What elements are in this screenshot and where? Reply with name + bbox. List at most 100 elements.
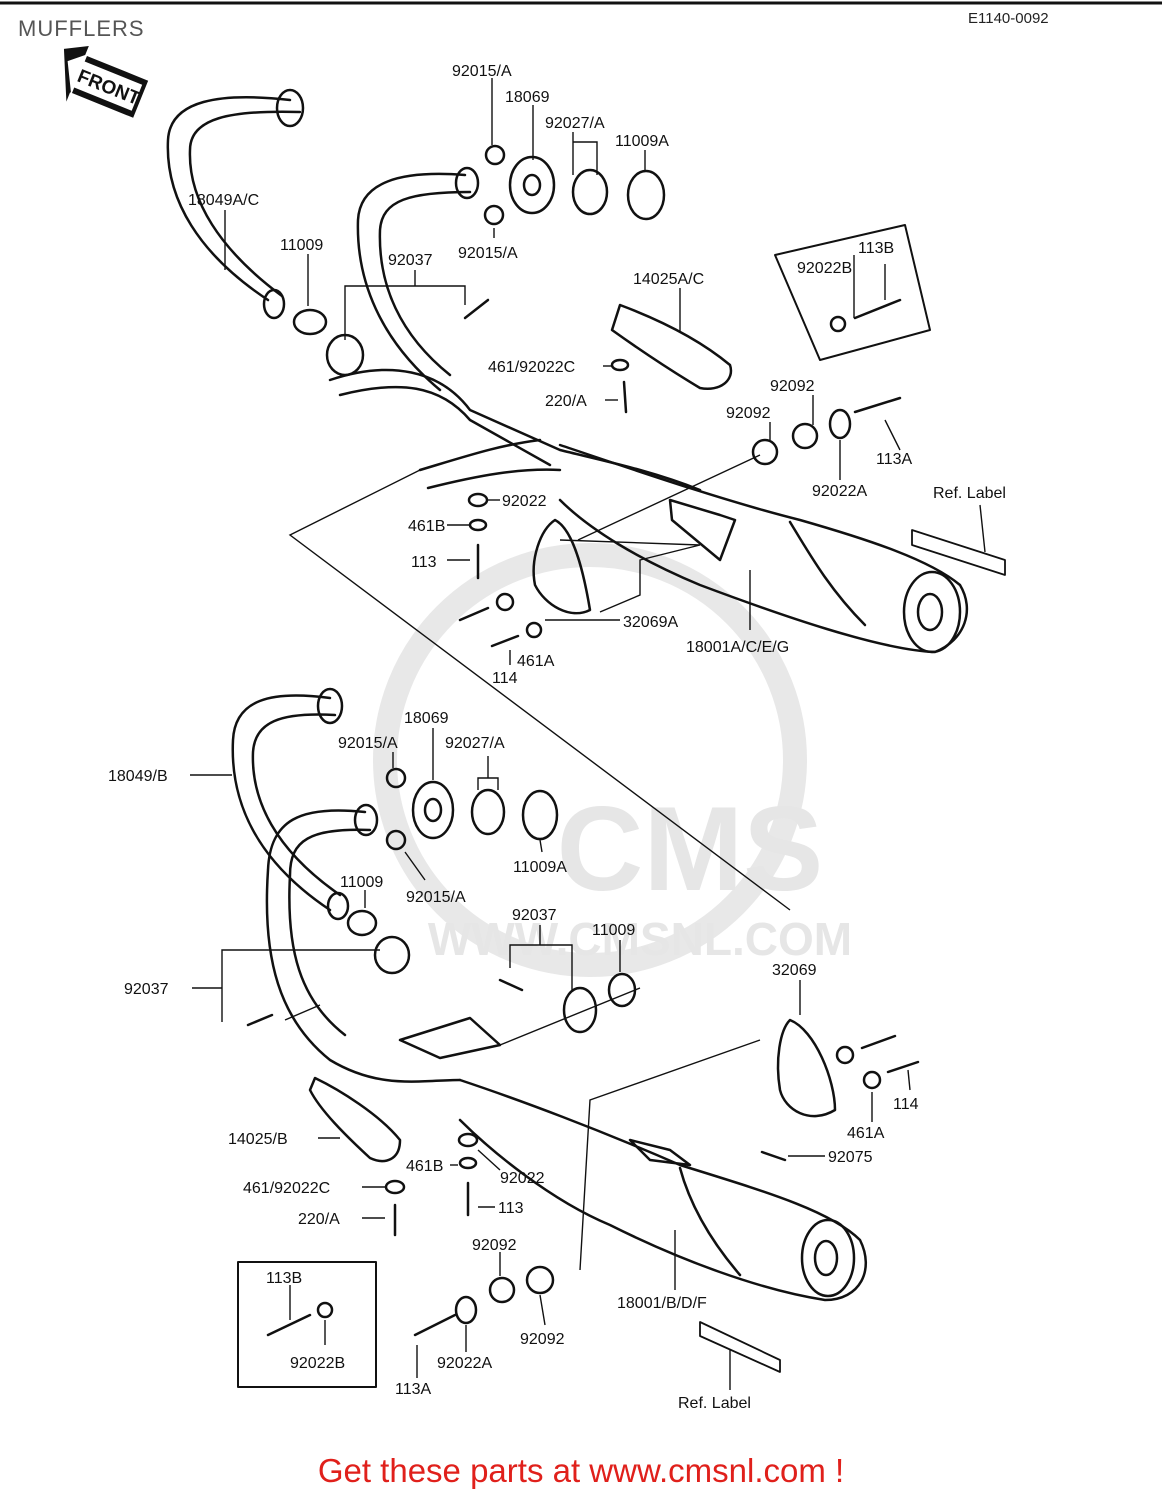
part-label: 18001/B/D/F [617, 1295, 707, 1312]
front-arrow-badge: FRONT [63, 45, 149, 118]
bolt-113a-bottom [413, 1313, 457, 1337]
part-label: 92022B [797, 260, 852, 277]
part-label: 92022 [500, 1170, 545, 1187]
flange-hole-top [522, 173, 542, 197]
watermark-brand: CMS [557, 782, 824, 916]
part-label: 18049A/C [188, 192, 259, 209]
pipe-end-right-bottom [353, 803, 379, 837]
part-label: 92037 [388, 252, 433, 269]
ref-label-text: Ref. Label [678, 1395, 751, 1412]
part-label: 92092 [520, 1331, 565, 1348]
nut-92015a-lower-top [483, 204, 505, 226]
box-113b-top [774, 224, 931, 361]
part-label: 18069 [505, 89, 550, 106]
ref-label-plate-bottom [699, 1321, 781, 1373]
part-label: 11009 [340, 874, 383, 891]
part-label: 11009A [615, 133, 669, 150]
mount-92092-top-bottom [488, 1276, 516, 1304]
part-label: 220/A [545, 393, 587, 410]
part-label: 461A [847, 1125, 885, 1142]
part-label: 92022B [290, 1355, 345, 1372]
gasket-11009a-top [626, 169, 666, 221]
pipe-end-right-top [454, 166, 480, 200]
part-label: 11009 [592, 922, 635, 939]
muffler-body-bottom [458, 1078, 868, 1302]
gasket-11009-top [292, 308, 328, 336]
gasket-11009a-bottom [521, 789, 559, 841]
bolt-32069a-top [458, 606, 490, 622]
muffler-body-top [558, 443, 969, 654]
exhaust-pipe-left-bottom [231, 694, 342, 912]
washer-92022b-bottom [316, 1301, 334, 1319]
leader-line [344, 270, 466, 340]
bolt-114-bottom [886, 1060, 920, 1074]
muffler-band-bottom [678, 1166, 742, 1277]
exhaust-pipe-right-top [356, 172, 472, 392]
mount-92092-left-top [751, 438, 779, 466]
collector-branch-top [418, 438, 562, 490]
flange-18069-top [508, 155, 556, 215]
pipe-end-left-bottom-bottom [326, 891, 350, 921]
clamp-92037-left-bottom [373, 935, 411, 975]
leader-line [404, 851, 426, 881]
collar-92027a-bottom [470, 788, 506, 836]
diagram-code: E1140-0092 [968, 10, 1049, 27]
bolt-92037-mid-bottom [498, 978, 524, 992]
part-label: 113A [876, 451, 913, 468]
muffler-outlet-top [902, 570, 962, 654]
muffler-outlet-bottom [800, 1218, 856, 1298]
washer-92022b-top [829, 315, 847, 333]
bolt-113b-top [853, 298, 902, 320]
nut-92015a-upper-top [484, 144, 506, 166]
watermark-url: WWW.CMSNL.COM [428, 913, 852, 965]
part-label: 92092 [472, 1237, 517, 1254]
part-label: 113B [858, 240, 894, 257]
mount-92092-bottom-bottom [525, 1265, 555, 1295]
ref-label-text: Ref. Label [933, 485, 1006, 502]
gasket-11009-left-bottom [346, 909, 378, 937]
part-label: 18049/B [108, 768, 168, 785]
part-label: 14025A/C [633, 271, 704, 288]
heat-shield-top [610, 303, 733, 391]
part-label: 114 [492, 670, 518, 687]
part-label: 11009A [513, 859, 567, 876]
exhaust-pipe-right-bottom [265, 809, 462, 1083]
bolt-92037-left-bottom [246, 1013, 274, 1027]
footer-promo-link[interactable]: Get these parts at www.cmsnl.com ! [317, 1452, 845, 1489]
part-label: 92092 [726, 405, 771, 422]
part-label: 92022A [812, 483, 867, 500]
part-label: 461B [406, 1158, 443, 1175]
nut-32069a-top [495, 592, 515, 612]
part-label: 18069 [404, 710, 449, 727]
leader-line [539, 839, 543, 853]
bottom-leaders [190, 728, 911, 1390]
bolt-32069-bottom [860, 1034, 897, 1050]
leader-line [979, 504, 986, 553]
leader-line [907, 1069, 911, 1091]
part-label: 32069 [772, 962, 817, 979]
part-label: 14025/B [228, 1131, 288, 1148]
muffler-outlet-inner-bottom [813, 1239, 839, 1277]
part-label: 113A [395, 1381, 432, 1398]
part-label: 461/92022C [243, 1180, 330, 1197]
part-label: 92092 [770, 378, 815, 395]
washer-461b-bottom [458, 1156, 478, 1170]
washer-461-92022c-top [610, 358, 630, 372]
washer-92022-top [467, 492, 489, 508]
pipe-end-left-bottom [262, 288, 286, 320]
top-leaders [224, 78, 986, 911]
linkage-line-bottom [579, 1039, 761, 1271]
linkage-line-top-right [559, 454, 761, 613]
bottom-part-labels: 18069 92015/A 92027/A 18049/B 11009A 110… [108, 710, 919, 1412]
bolt-113a-top [853, 396, 902, 414]
part-label: 113 [498, 1200, 524, 1217]
part-label: 220/A [298, 1211, 340, 1228]
bolt-113b-bottom [266, 1313, 312, 1337]
washer-461-92022c-bottom [384, 1179, 406, 1195]
washer-461a-bottom [862, 1070, 882, 1090]
clamp-92037-mid-bottom [562, 986, 598, 1034]
part-label: 11009 [280, 237, 323, 254]
linkage-line-bottom-left [284, 987, 641, 1046]
washer-461b-top [468, 518, 488, 532]
